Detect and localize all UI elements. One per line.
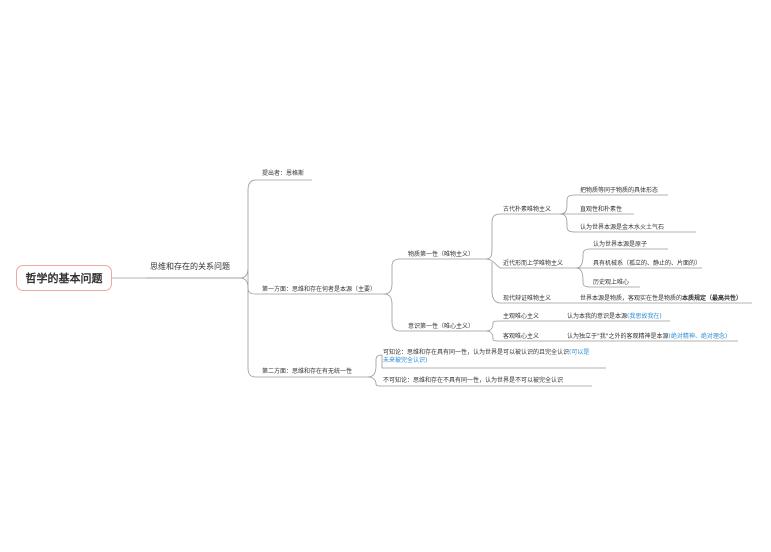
- ancient-item-2[interactable]: 直观性和朴素性: [580, 206, 623, 213]
- dialectical-materialism-node[interactable]: 现代辩证唯物主义: [503, 295, 552, 302]
- aspect1-node[interactable]: 第一方面：思维和存在何者是本源（主要）: [262, 286, 377, 293]
- main-topic[interactable]: 思维和存在的关系问题: [150, 262, 230, 271]
- materialism-node[interactable]: 物质第一性（唯物主义）: [408, 251, 475, 258]
- unknowable-node[interactable]: 不可知论：思维和存在不具有同一性，认为世界是不可以被完全认识: [383, 377, 564, 384]
- knowable-node[interactable]: 可知论：思维和存在具有同一性，认为世界是可以被认识的且完全认识(可以是 未来被完…: [383, 349, 589, 365]
- dialectical-text-a: 世界本源是物质，客观实在性是物质的: [580, 295, 683, 302]
- objective-idealism-text[interactable]: 认为独立于"我"之外的客观精神是本源(绝对精神、绝对理念): [567, 333, 727, 341]
- dialectical-text[interactable]: 世界本源是物质，客观实在性是物质的本质规定（最高共性）: [580, 295, 742, 303]
- idealism-node[interactable]: 意识第一性（唯心主义）: [408, 323, 475, 330]
- ancient-materialism-node[interactable]: 古代朴素唯物主义: [503, 206, 552, 213]
- modern-item-1[interactable]: 认为世界本源是原子: [593, 241, 648, 248]
- objective-text-b: (绝对精神、绝对理念): [668, 333, 728, 340]
- knowable-line2: 未来被完全认识): [383, 357, 428, 364]
- root-topic[interactable]: 哲学的基本问题: [16, 265, 112, 291]
- ancient-item-1[interactable]: 把物质等同于物质的具体形态: [580, 187, 659, 194]
- modern-item-3[interactable]: 历史观上唯心: [593, 279, 630, 286]
- subjective-text-b: (我思故我在): [627, 313, 662, 320]
- knowable-line1-b: (可以是: [569, 349, 590, 356]
- aspect2-node[interactable]: 第二方面：思维和存在有无统一性: [262, 368, 353, 375]
- subjective-idealism-text[interactable]: 认为本我的意识是本源(我思故我在): [567, 313, 662, 321]
- modern-materialism-node[interactable]: 近代形而上学唯物主义: [503, 260, 564, 267]
- dialectical-text-b: 本质规定（最高共性）: [682, 295, 743, 302]
- objective-idealism-node[interactable]: 客观唯心主义: [503, 333, 540, 340]
- subjective-idealism-node[interactable]: 主观唯心主义: [503, 313, 540, 320]
- ancient-item-3[interactable]: 认为世界本源是金木水火土气石: [580, 224, 665, 231]
- proposer-node[interactable]: 提出者：恩格斯: [262, 170, 305, 177]
- objective-text-a: 认为独立于"我"之外的客观精神是本源: [567, 333, 669, 340]
- subjective-text-a: 认为本我的意识是本源: [567, 313, 628, 320]
- modern-item-2[interactable]: 具有机械系（孤立的、静止的、片面的）: [593, 260, 702, 267]
- knowable-line1-a: 可知论：思维和存在具有同一性，认为世界是可以被认识的且完全认识: [383, 349, 570, 356]
